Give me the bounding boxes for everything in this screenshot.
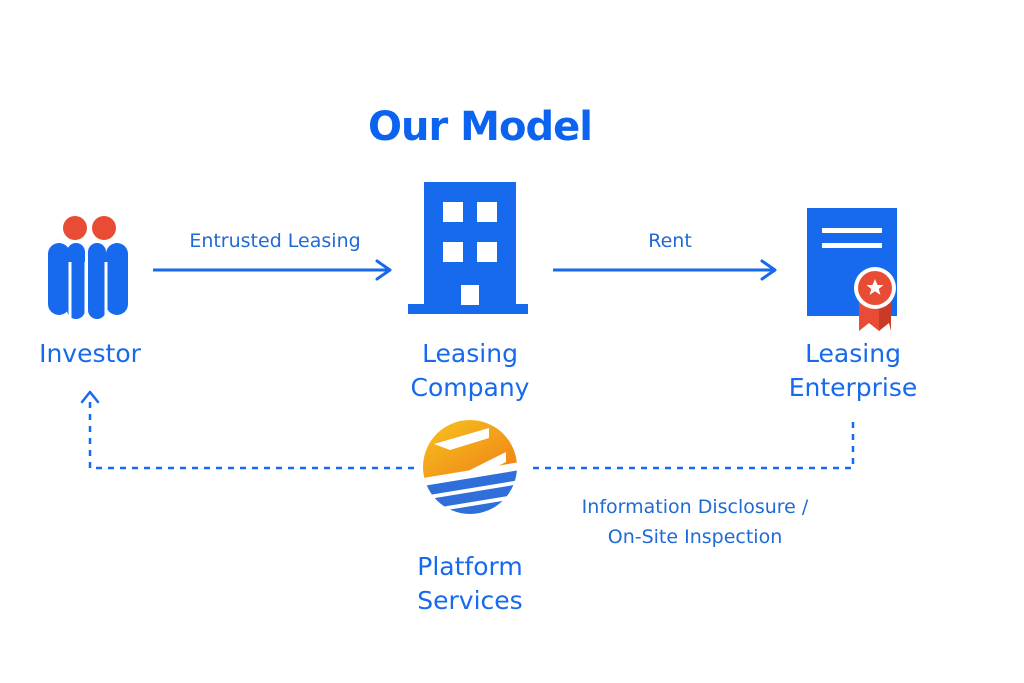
rent-arrow <box>553 259 777 281</box>
investor-group-icon <box>48 216 128 319</box>
certificate-document-icon <box>807 208 897 331</box>
information-disclosure-label: Information Disclosure / On-Site Inspect… <box>581 496 809 548</box>
rent-label: Rent <box>648 230 692 252</box>
platform-feedback-path <box>80 390 855 470</box>
entrusted-leasing-arrow <box>153 259 392 281</box>
entrusted-leasing-label: Entrusted Leasing <box>189 230 361 252</box>
leasing-enterprise-label: Leasing Enterprise <box>788 339 918 402</box>
investor-label: Investor <box>39 339 141 368</box>
office-building-icon <box>408 182 528 314</box>
diagram-title: Our Model <box>368 104 593 150</box>
zh-platform-logo-icon <box>423 420 517 514</box>
platform-services-label: Platform Services <box>417 552 523 615</box>
leasing-company-label: Leasing Company <box>410 339 530 402</box>
